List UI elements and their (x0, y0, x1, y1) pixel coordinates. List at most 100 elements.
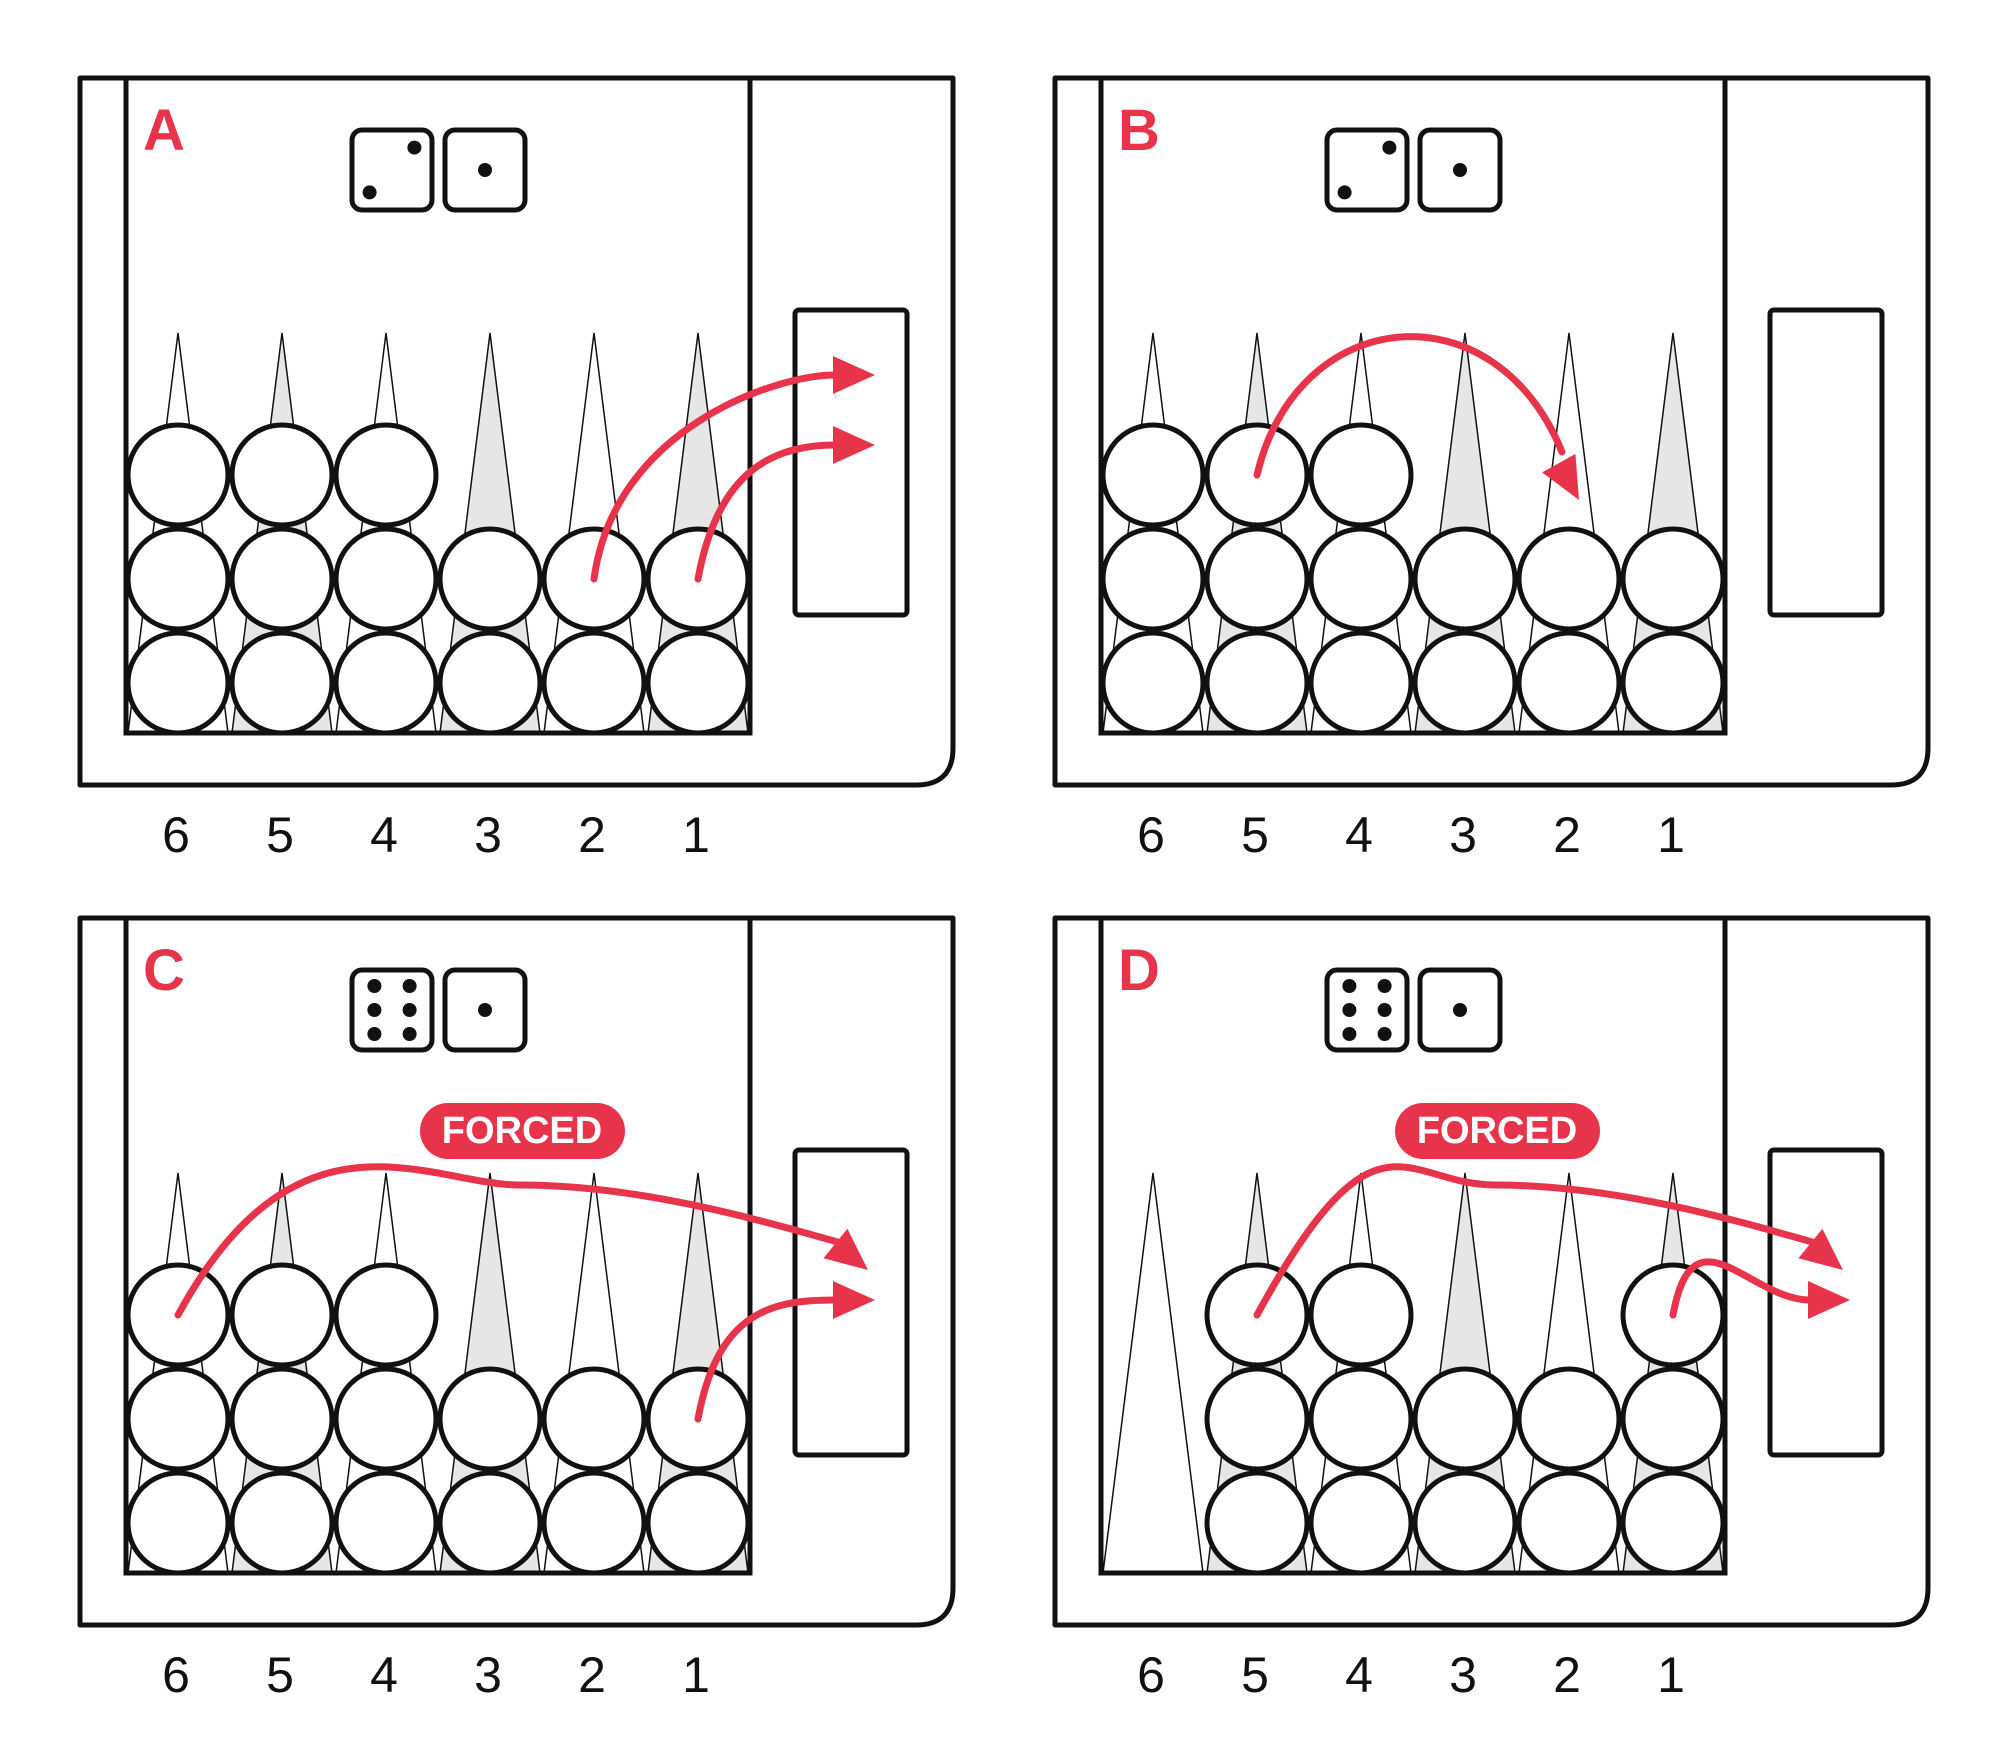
die-pip (1382, 140, 1397, 155)
die-pip (1342, 1003, 1357, 1017)
move-arrow (590, 371, 839, 583)
checker (333, 1262, 439, 1368)
die-pip (1342, 979, 1357, 993)
die-1 (1324, 967, 1410, 1053)
die-pip (362, 185, 377, 200)
point-number-1: 1 (682, 1647, 710, 1703)
point-number-6: 6 (162, 807, 190, 863)
move-arrow-head (1798, 1228, 1843, 1270)
die-1 (349, 127, 435, 213)
checker (1412, 526, 1518, 632)
checker (1620, 630, 1726, 736)
die-pip (402, 1027, 417, 1041)
checker (1412, 1470, 1518, 1576)
point-number-3: 3 (474, 807, 502, 863)
bearoff-tray (792, 307, 910, 618)
point-number-3: 3 (1449, 807, 1477, 863)
point-number-3: 3 (474, 1647, 502, 1703)
checker (1100, 630, 1206, 736)
point-number-2: 2 (1553, 807, 1581, 863)
forced-badge-label: FORCED (442, 1110, 602, 1152)
die-pip (407, 140, 422, 155)
move-arrow-head (833, 356, 875, 394)
die-pip (367, 979, 382, 993)
move-arrow (694, 441, 839, 583)
die-pip (478, 1003, 492, 1017)
point-number-5: 5 (266, 807, 294, 863)
checker (1308, 1470, 1414, 1576)
home-board (1098, 75, 1728, 736)
checker (229, 1470, 335, 1576)
point-number-6: 6 (1137, 807, 1165, 863)
point-number-1: 1 (682, 807, 710, 863)
checker (1308, 526, 1414, 632)
checker (229, 526, 335, 632)
checker (1516, 526, 1622, 632)
checker (1516, 630, 1622, 736)
checker (229, 630, 335, 736)
checker (1308, 422, 1414, 528)
bearoff-tray (1767, 307, 1885, 618)
checker (1100, 422, 1206, 528)
checker (229, 1366, 335, 1472)
checker (333, 422, 439, 528)
move-arrow-head (833, 426, 875, 464)
checker (229, 422, 335, 528)
move-arrows (590, 356, 875, 583)
point-number-6: 6 (1137, 1647, 1165, 1703)
point-number-4: 4 (370, 807, 398, 863)
die-pip (1342, 1027, 1357, 1041)
die-1 (1324, 127, 1410, 213)
point-number-2: 2 (578, 1647, 606, 1703)
checker (437, 630, 543, 736)
panel-label: A (143, 98, 185, 163)
checker (541, 1470, 647, 1576)
forced-badge: FORCED (1395, 1103, 1600, 1159)
move-arrow-head (1542, 454, 1579, 500)
point-number-4: 4 (1345, 1647, 1373, 1703)
point-number-5: 5 (266, 1647, 294, 1703)
checker (1204, 1366, 1310, 1472)
home-board (123, 75, 753, 736)
point-number-5: 5 (1241, 1647, 1269, 1703)
checker (333, 1470, 439, 1576)
checker (125, 630, 231, 736)
checker (541, 630, 647, 736)
move-arrows (1253, 1163, 1850, 1319)
die-pip (402, 979, 417, 993)
checker (1620, 1470, 1726, 1576)
move-arrow (694, 1296, 839, 1423)
checker (333, 630, 439, 736)
die-1 (349, 967, 435, 1053)
checker (541, 1366, 647, 1472)
checker (1204, 1470, 1310, 1576)
move-arrow (1253, 1163, 1827, 1319)
forced-badge-bg (1395, 1103, 1600, 1159)
checker (437, 526, 543, 632)
checker (1204, 630, 1310, 736)
move-arrows (174, 1163, 875, 1423)
move-arrow (1669, 1258, 1814, 1319)
checker (1100, 526, 1206, 632)
checker (437, 1470, 543, 1576)
checker (645, 1470, 751, 1576)
checker (333, 1366, 439, 1472)
move-arrow-head (1808, 1281, 1850, 1319)
checker (125, 526, 231, 632)
forced-badge-label: FORCED (1417, 1110, 1577, 1152)
move-arrow (174, 1163, 852, 1319)
move-arrow-head (833, 1281, 875, 1319)
point-number-6: 6 (162, 1647, 190, 1703)
checker (1204, 526, 1310, 632)
point-number-1: 1 (1657, 807, 1685, 863)
checker (1516, 1366, 1622, 1472)
checker (333, 526, 439, 632)
point-number-3: 3 (1449, 1647, 1477, 1703)
forced-badge-bg (420, 1103, 625, 1159)
die-pip (1337, 185, 1352, 200)
point-number-4: 4 (370, 1647, 398, 1703)
